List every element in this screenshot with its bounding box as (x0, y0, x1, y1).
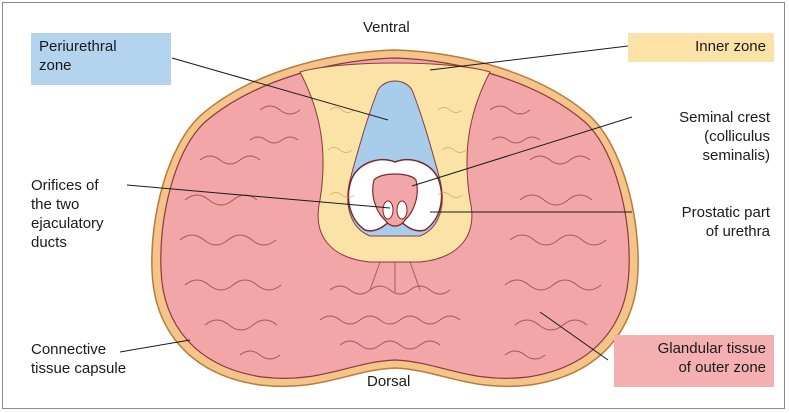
orifices-label-line1: Orifices of (31, 176, 104, 195)
periurethral-zone-label: Periurethral zone (31, 33, 171, 85)
connective-capsule-label-line2: tissue capsule (31, 359, 126, 378)
glandular-tissue-label-line2: of outer zone (622, 358, 766, 377)
prostatic-urethra-label-line1: Prostatic part (640, 203, 770, 222)
periurethral-zone-label-line2: zone (39, 56, 163, 75)
seminal-crest-label-line2: (colliculus (640, 127, 770, 146)
ejaculatory-orifice-left (383, 201, 393, 219)
connective-capsule-label: Connective tissue capsule (31, 340, 126, 378)
ventral-label: Ventral (363, 18, 410, 37)
dorsal-label: Dorsal (367, 372, 410, 391)
orifices-label-line4: ducts (31, 233, 104, 252)
periurethral-zone-label-line1: Periurethral (39, 37, 163, 56)
orifices-label-line2: the two (31, 195, 104, 214)
glandular-tissue-label: Glandular tissue of outer zone (614, 335, 774, 387)
orifices-label: Orifices of the two ejaculatory ducts (31, 176, 104, 252)
inner-zone-label: Inner zone (628, 33, 774, 62)
connective-capsule-label-line1: Connective (31, 340, 126, 359)
prostatic-urethra-label-line2: of urethra (640, 222, 770, 241)
seminal-crest-label-line3: seminalis) (640, 146, 770, 165)
orifices-label-line3: ejaculatory (31, 214, 104, 233)
seminal-crest-label: Seminal crest (colliculus seminalis) (640, 108, 770, 165)
ejaculatory-orifice-right (397, 201, 407, 219)
seminal-crest-label-line1: Seminal crest (640, 108, 770, 127)
prostatic-urethra-label: Prostatic part of urethra (640, 203, 770, 241)
glandular-tissue-label-line1: Glandular tissue (622, 339, 766, 358)
